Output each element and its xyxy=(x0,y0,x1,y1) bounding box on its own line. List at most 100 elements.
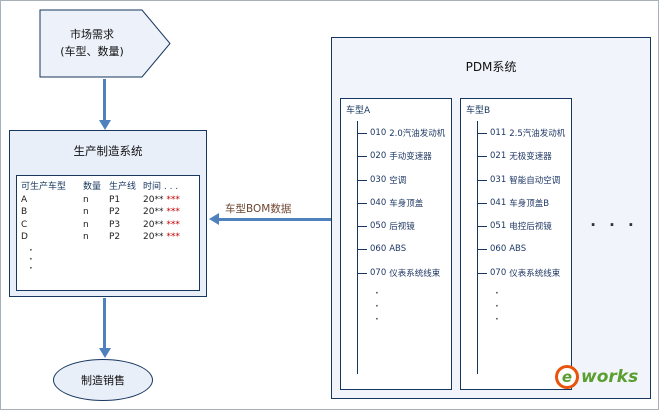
cell-time-stars: *** xyxy=(166,219,180,230)
ellipsis-dot: · xyxy=(29,242,33,257)
bom-ellipsis-dots: · · · xyxy=(495,287,499,326)
flag-shape xyxy=(39,9,171,78)
cell-model: C xyxy=(21,219,28,230)
bom-item-code: 030 xyxy=(370,175,387,185)
bom-item: 070 仪表系统线束 xyxy=(477,267,560,279)
col-header-line: 生产线 xyxy=(109,182,137,192)
eworks-logo-text: works xyxy=(581,367,639,387)
branch-tick xyxy=(477,179,487,181)
bom-item-name: 空调 xyxy=(389,176,407,186)
arrowhead-left-icon xyxy=(209,213,219,225)
cell-qty: n xyxy=(83,194,89,205)
bom-tree-line xyxy=(477,121,478,374)
branch-tick xyxy=(477,272,487,274)
bom-item-code: 011 xyxy=(490,128,507,138)
cell-time: 20** *** xyxy=(143,219,195,232)
branch-tick xyxy=(477,248,487,250)
market-demand-line2: (车型、数量) xyxy=(60,44,124,58)
bom-item-code: 070 xyxy=(370,268,387,278)
cell-time: 20** *** xyxy=(143,206,195,219)
bom-item-code: 050 xyxy=(370,221,387,231)
ellipsis-dot: · xyxy=(495,299,499,313)
bom-item: 031 智能自动空调 xyxy=(477,174,560,186)
branch-tick xyxy=(477,155,487,157)
arrowhead-down-icon xyxy=(99,348,111,358)
bom-arrow-label: 车型BOM数据 xyxy=(225,203,292,215)
connector-production-to-sales xyxy=(103,298,106,348)
bom-item: 041 车身顶盖B xyxy=(477,197,549,209)
branch-tick xyxy=(477,202,487,204)
market-demand-line1: 市场需求 xyxy=(70,28,114,41)
table-row: C n P3 20** *** xyxy=(21,219,195,232)
bom-item-name: 2.0汽油发动机 xyxy=(389,129,446,139)
eworks-logo: e works xyxy=(555,365,638,389)
cell-qty: n xyxy=(83,219,89,230)
bom-item-name: 无极变速器 xyxy=(509,152,552,162)
cell-qty: n xyxy=(83,207,89,217)
connector-pdm-to-production xyxy=(219,218,331,221)
cell-time-year: 20** xyxy=(143,207,164,217)
bom-ellipsis-dots: · · · xyxy=(375,287,379,326)
bom-item-code: 010 xyxy=(370,128,387,138)
bom-item: 020 手动变速器 xyxy=(357,150,432,162)
col-header-qty: 数量 xyxy=(83,182,102,192)
bom-item-name: 智能自动空调 xyxy=(509,176,561,186)
bom-item: 050 后视镜 xyxy=(357,220,415,232)
cell-time-stars: *** xyxy=(166,232,180,242)
cell-time-stars: *** xyxy=(166,207,180,217)
arrowhead-down-icon xyxy=(99,120,111,130)
bom-item-code: 051 xyxy=(490,221,507,231)
bom-item: 010 2.0汽油发动机 xyxy=(357,127,445,139)
model-a-label: 车型A xyxy=(346,106,371,116)
branch-tick xyxy=(357,248,367,250)
bom-item-code: 070 xyxy=(490,268,507,278)
bom-item-code: 040 xyxy=(370,198,387,208)
bom-item-name: ABS xyxy=(389,244,407,254)
bom-tree-line xyxy=(357,121,358,374)
bom-item: 040 车身顶盖 xyxy=(357,197,423,209)
ellipsis-dot: · xyxy=(375,299,379,313)
production-plan-table: 可生产车型 数量 生产线 时间 . . . A n P1 20** *** B … xyxy=(16,175,200,291)
cell-line: P1 xyxy=(109,194,121,205)
bom-item-name: 2.5汽油发动机 xyxy=(509,129,566,139)
col-header-model: 可生产车型 xyxy=(21,182,67,192)
cell-time-year: 20** xyxy=(143,219,164,230)
table-row: A n P1 20** *** xyxy=(21,194,195,207)
cell-line: P2 xyxy=(109,232,121,242)
bom-item: 030 空调 xyxy=(357,174,406,186)
bom-item-code: 060 xyxy=(370,244,387,254)
bom-item: 070 仪表系统线束 xyxy=(357,267,440,279)
bom-item: 011 2.5汽油发动机 xyxy=(477,127,565,139)
market-demand-text: 市场需求 (车型、数量) xyxy=(39,9,145,78)
bom-item-code: 060 xyxy=(490,244,507,254)
branch-tick xyxy=(357,155,367,157)
production-system-box: 生产制造系统 可生产车型 数量 生产线 时间 . . . A n P1 20**… xyxy=(9,130,207,297)
bom-item-name: 车身顶盖 xyxy=(389,199,424,209)
bom-item-code: 031 xyxy=(490,175,507,185)
cell-model: A xyxy=(21,194,28,205)
cell-time-stars: *** xyxy=(166,194,180,205)
bom-item: 060 ABS xyxy=(357,244,406,254)
bom-item: 051 电控后视镜 xyxy=(477,220,552,232)
bom-item-name: ABS xyxy=(509,244,527,254)
model-a-bom-box: 车型A 010 2.0汽油发动机 020 手动变速器 030 空调 040 车身… xyxy=(340,98,452,390)
pdm-system-title: PDM系统 xyxy=(465,60,517,74)
bom-item-code: 041 xyxy=(490,198,507,208)
pdm-system-box: PDM系统 车型A 010 2.0汽油发动机 020 手动变速器 030 空调 xyxy=(331,37,651,399)
table-header-row: 可生产车型 数量 生产线 时间 . . . xyxy=(21,181,195,194)
sales-label: 制造销售 xyxy=(81,374,125,387)
cell-line: P2 xyxy=(109,207,121,217)
table-row: B n P2 20** *** xyxy=(21,206,195,219)
ellipsis-dot: · xyxy=(495,312,499,326)
bom-item: 021 无极变速器 xyxy=(477,150,552,162)
cell-qty: n xyxy=(83,232,89,242)
bom-item-code: 021 xyxy=(490,151,507,161)
model-b-bom-box: 车型B 011 2.5汽油发动机 021 无极变速器 031 智能自动空调 04… xyxy=(460,98,572,390)
bom-item-name: 仪表系统线束 xyxy=(389,269,441,279)
ellipsis-dot: · xyxy=(29,251,33,266)
bom-item-name: 后视镜 xyxy=(389,222,415,232)
cell-time: 20** *** xyxy=(143,194,195,207)
branch-tick xyxy=(357,179,367,181)
branch-tick xyxy=(357,272,367,274)
